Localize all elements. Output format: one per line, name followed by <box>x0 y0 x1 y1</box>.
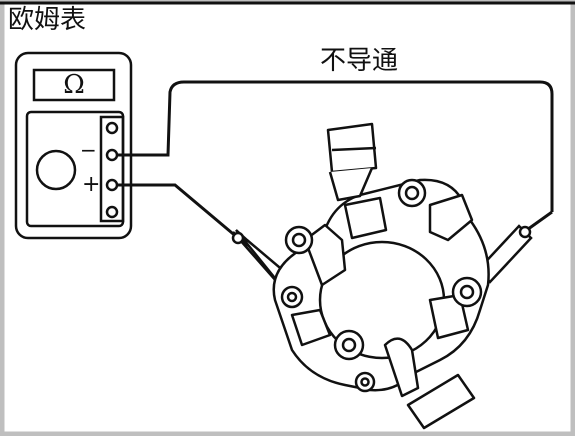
ohmmeter-display <box>32 68 116 102</box>
continuity-status-label: 不导通 <box>320 46 399 76</box>
ohmmeter-dial-icon <box>35 149 77 191</box>
holder-block-upper <box>343 196 388 240</box>
ohm-unit-symbol: Ω <box>63 70 85 100</box>
bottom-brush-box <box>406 373 476 430</box>
terminal-4 <box>105 205 119 219</box>
minus-terminal-label: − <box>80 138 97 162</box>
ohmmeter-case <box>14 51 133 240</box>
terminal-plus <box>105 178 119 192</box>
plus-terminal-label: + <box>82 172 101 197</box>
plus-lead-wire <box>117 183 239 240</box>
brush-holder <box>272 122 490 430</box>
terminal-minus <box>105 148 119 162</box>
minus-lead-wire <box>117 80 554 212</box>
test-leads <box>117 80 554 240</box>
ohmmeter-title: 欧姆表 <box>8 5 87 35</box>
ohmmeter <box>14 51 133 240</box>
holder-block-left <box>303 223 347 287</box>
holder-block-lower <box>428 293 470 340</box>
terminal-1 <box>105 121 119 135</box>
terminal-strip <box>99 115 125 223</box>
holder-block-right <box>428 193 474 242</box>
